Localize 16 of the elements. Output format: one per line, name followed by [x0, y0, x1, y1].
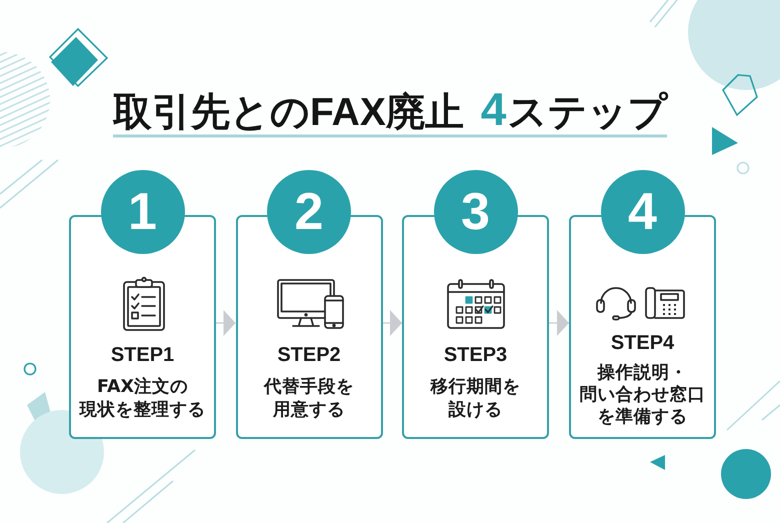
step-label: STEP2: [277, 343, 341, 368]
chevron-arrow: [382, 310, 402, 336]
step-description: FAX注文の現状を整理する: [80, 376, 206, 422]
step-label: STEP1: [110, 343, 174, 368]
step-number-circle: 4: [600, 170, 684, 254]
step-description: 代替手段を用意する: [264, 376, 354, 422]
step-description: 移行期間を設ける: [430, 376, 520, 422]
step-number-circle: 3: [434, 170, 518, 254]
step-number-circle: 2: [267, 170, 351, 254]
title: 取引先とのFAX廃止 4ステップ: [113, 87, 668, 135]
chevron-arrow: [216, 310, 236, 336]
chevron-arrow: [549, 310, 569, 336]
step-label: STEP3: [444, 343, 508, 368]
step-number-circle: 1: [100, 170, 184, 254]
step-description: 操作説明・問い合わせ窓口を準備する: [580, 362, 706, 428]
step-label: STEP4: [610, 331, 674, 356]
